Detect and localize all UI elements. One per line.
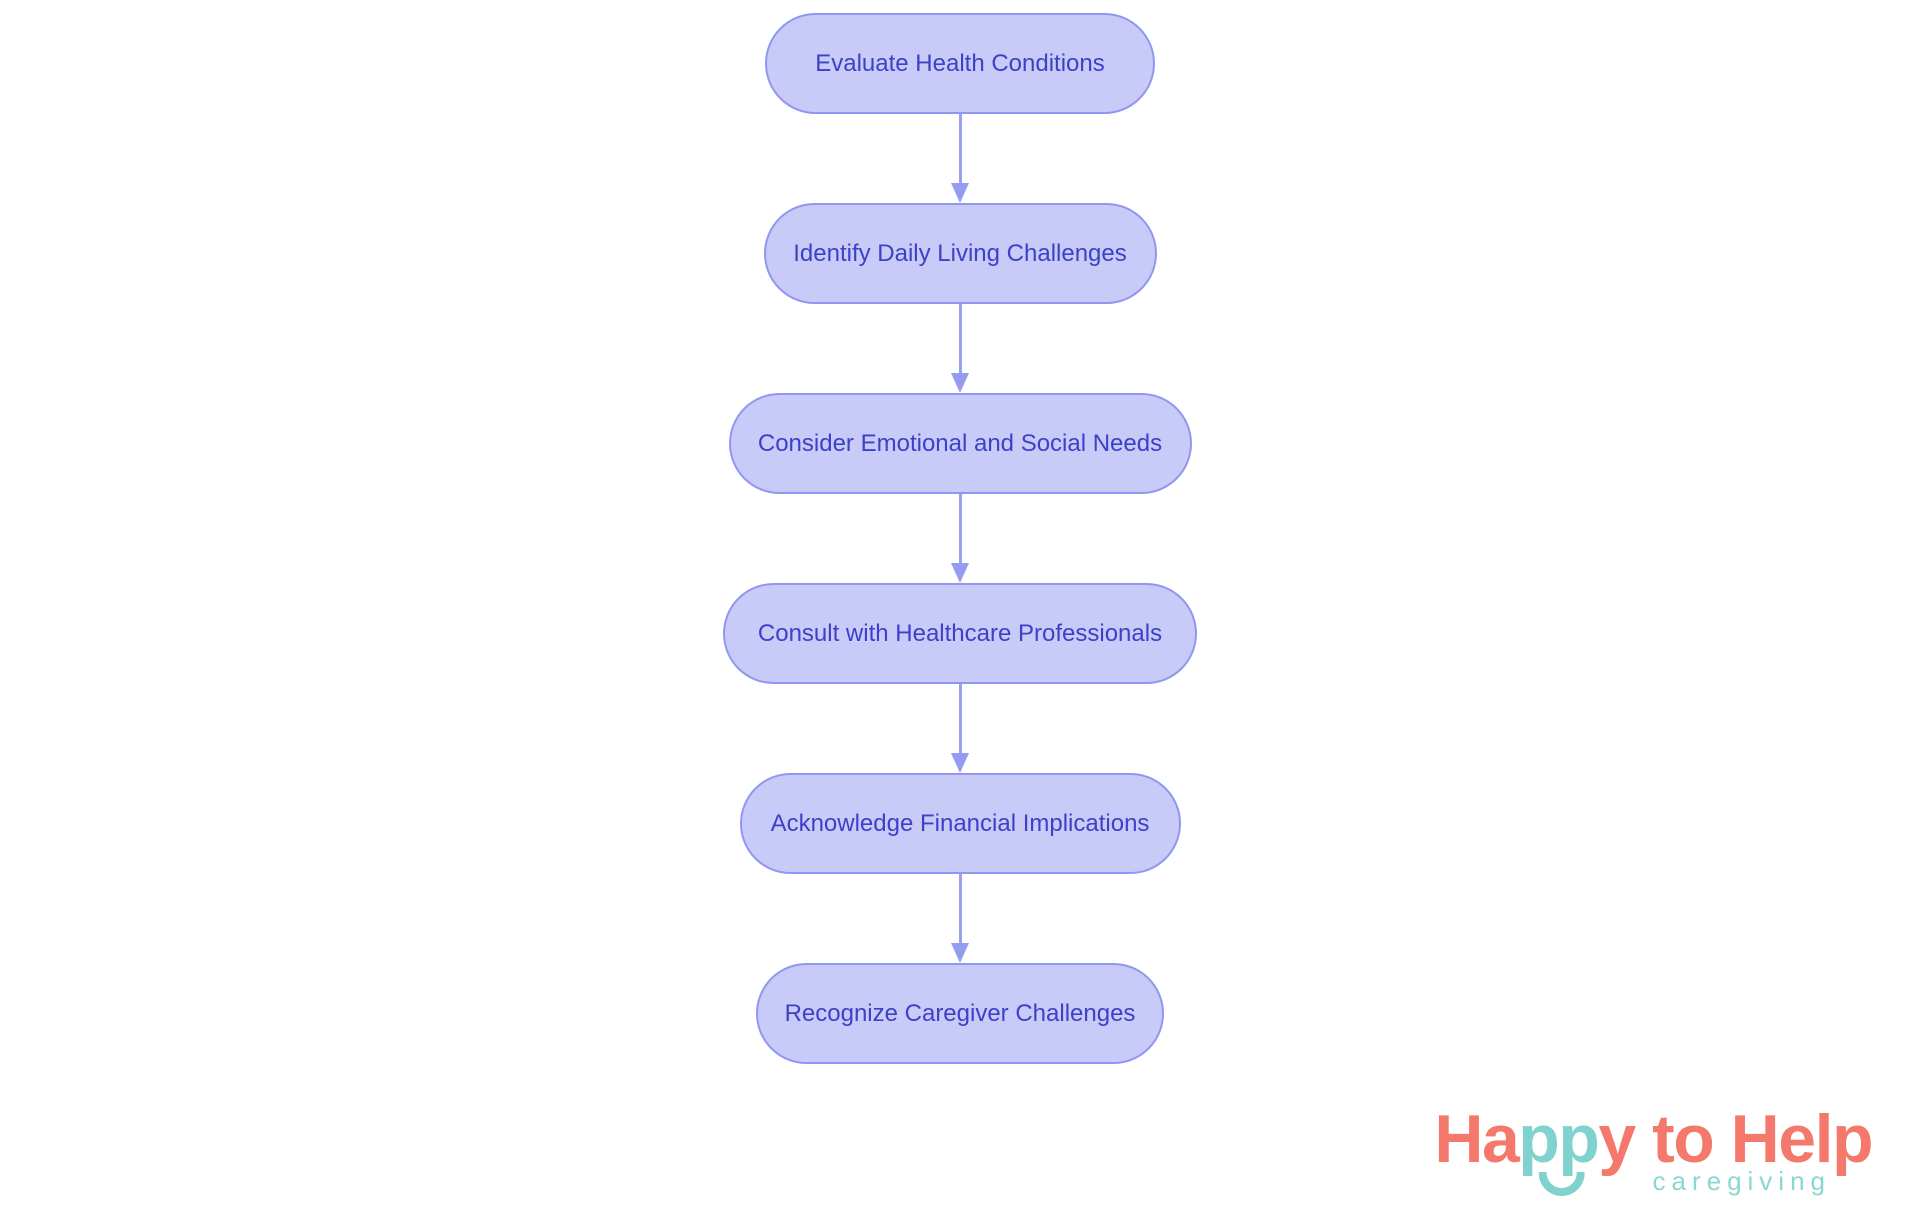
arrowhead-down-icon — [951, 563, 969, 583]
flow-node-label: Consider Emotional and Social Needs — [757, 429, 1163, 457]
smile-icon — [1538, 1172, 1585, 1196]
down-arrow — [951, 304, 969, 393]
flow-node-identify-daily-living-challenges: Identify Daily Living Challenges — [763, 203, 1157, 304]
arrow-line — [958, 874, 962, 944]
flow-node-consider-emotional-and-social-needs: Consider Emotional and Social Needs — [728, 393, 1192, 494]
logo-text-coral: Ha — [1434, 1101, 1519, 1177]
flow-node-evaluate-health-conditions: Evaluate Health Conditions — [765, 13, 1155, 114]
arrow-line — [958, 304, 962, 374]
flow-node-label: Acknowledge Financial Implications — [770, 809, 1150, 837]
logo-text-teal: pp — [1518, 1101, 1600, 1177]
arrowhead-down-icon — [951, 373, 969, 393]
logo-pp-with-smile: pp — [1518, 1105, 1600, 1196]
down-arrow — [951, 684, 969, 773]
flow-node-recognize-caregiver-challenges: Recognize Caregiver Challenges — [756, 963, 1164, 1064]
down-arrow — [951, 114, 969, 203]
flow-node-label: Consult with Healthcare Professionals — [757, 619, 1163, 647]
down-arrow — [951, 494, 969, 583]
arrowhead-down-icon — [951, 753, 969, 773]
flow-node-label: Recognize Caregiver Challenges — [784, 999, 1136, 1027]
arrow-line — [958, 684, 962, 754]
flowchart: Evaluate Health Conditions Identify Dail… — [723, 13, 1197, 1064]
flow-node-label: Identify Daily Living Challenges — [793, 239, 1127, 267]
arrowhead-down-icon — [951, 943, 969, 963]
logo-tagline: caregiving — [1652, 1166, 1831, 1196]
arrowhead-down-icon — [951, 183, 969, 203]
flow-node-consult-with-healthcare-professionals: Consult with Healthcare Professionals — [723, 583, 1197, 684]
arrow-line — [958, 114, 962, 184]
flow-node-acknowledge-financial-implications: Acknowledge Financial Implications — [739, 773, 1181, 874]
down-arrow — [951, 874, 969, 963]
flow-node-label: Evaluate Health Conditions — [815, 49, 1105, 77]
arrow-line — [958, 494, 962, 564]
logo-text-coral: y to Help — [1598, 1101, 1873, 1177]
